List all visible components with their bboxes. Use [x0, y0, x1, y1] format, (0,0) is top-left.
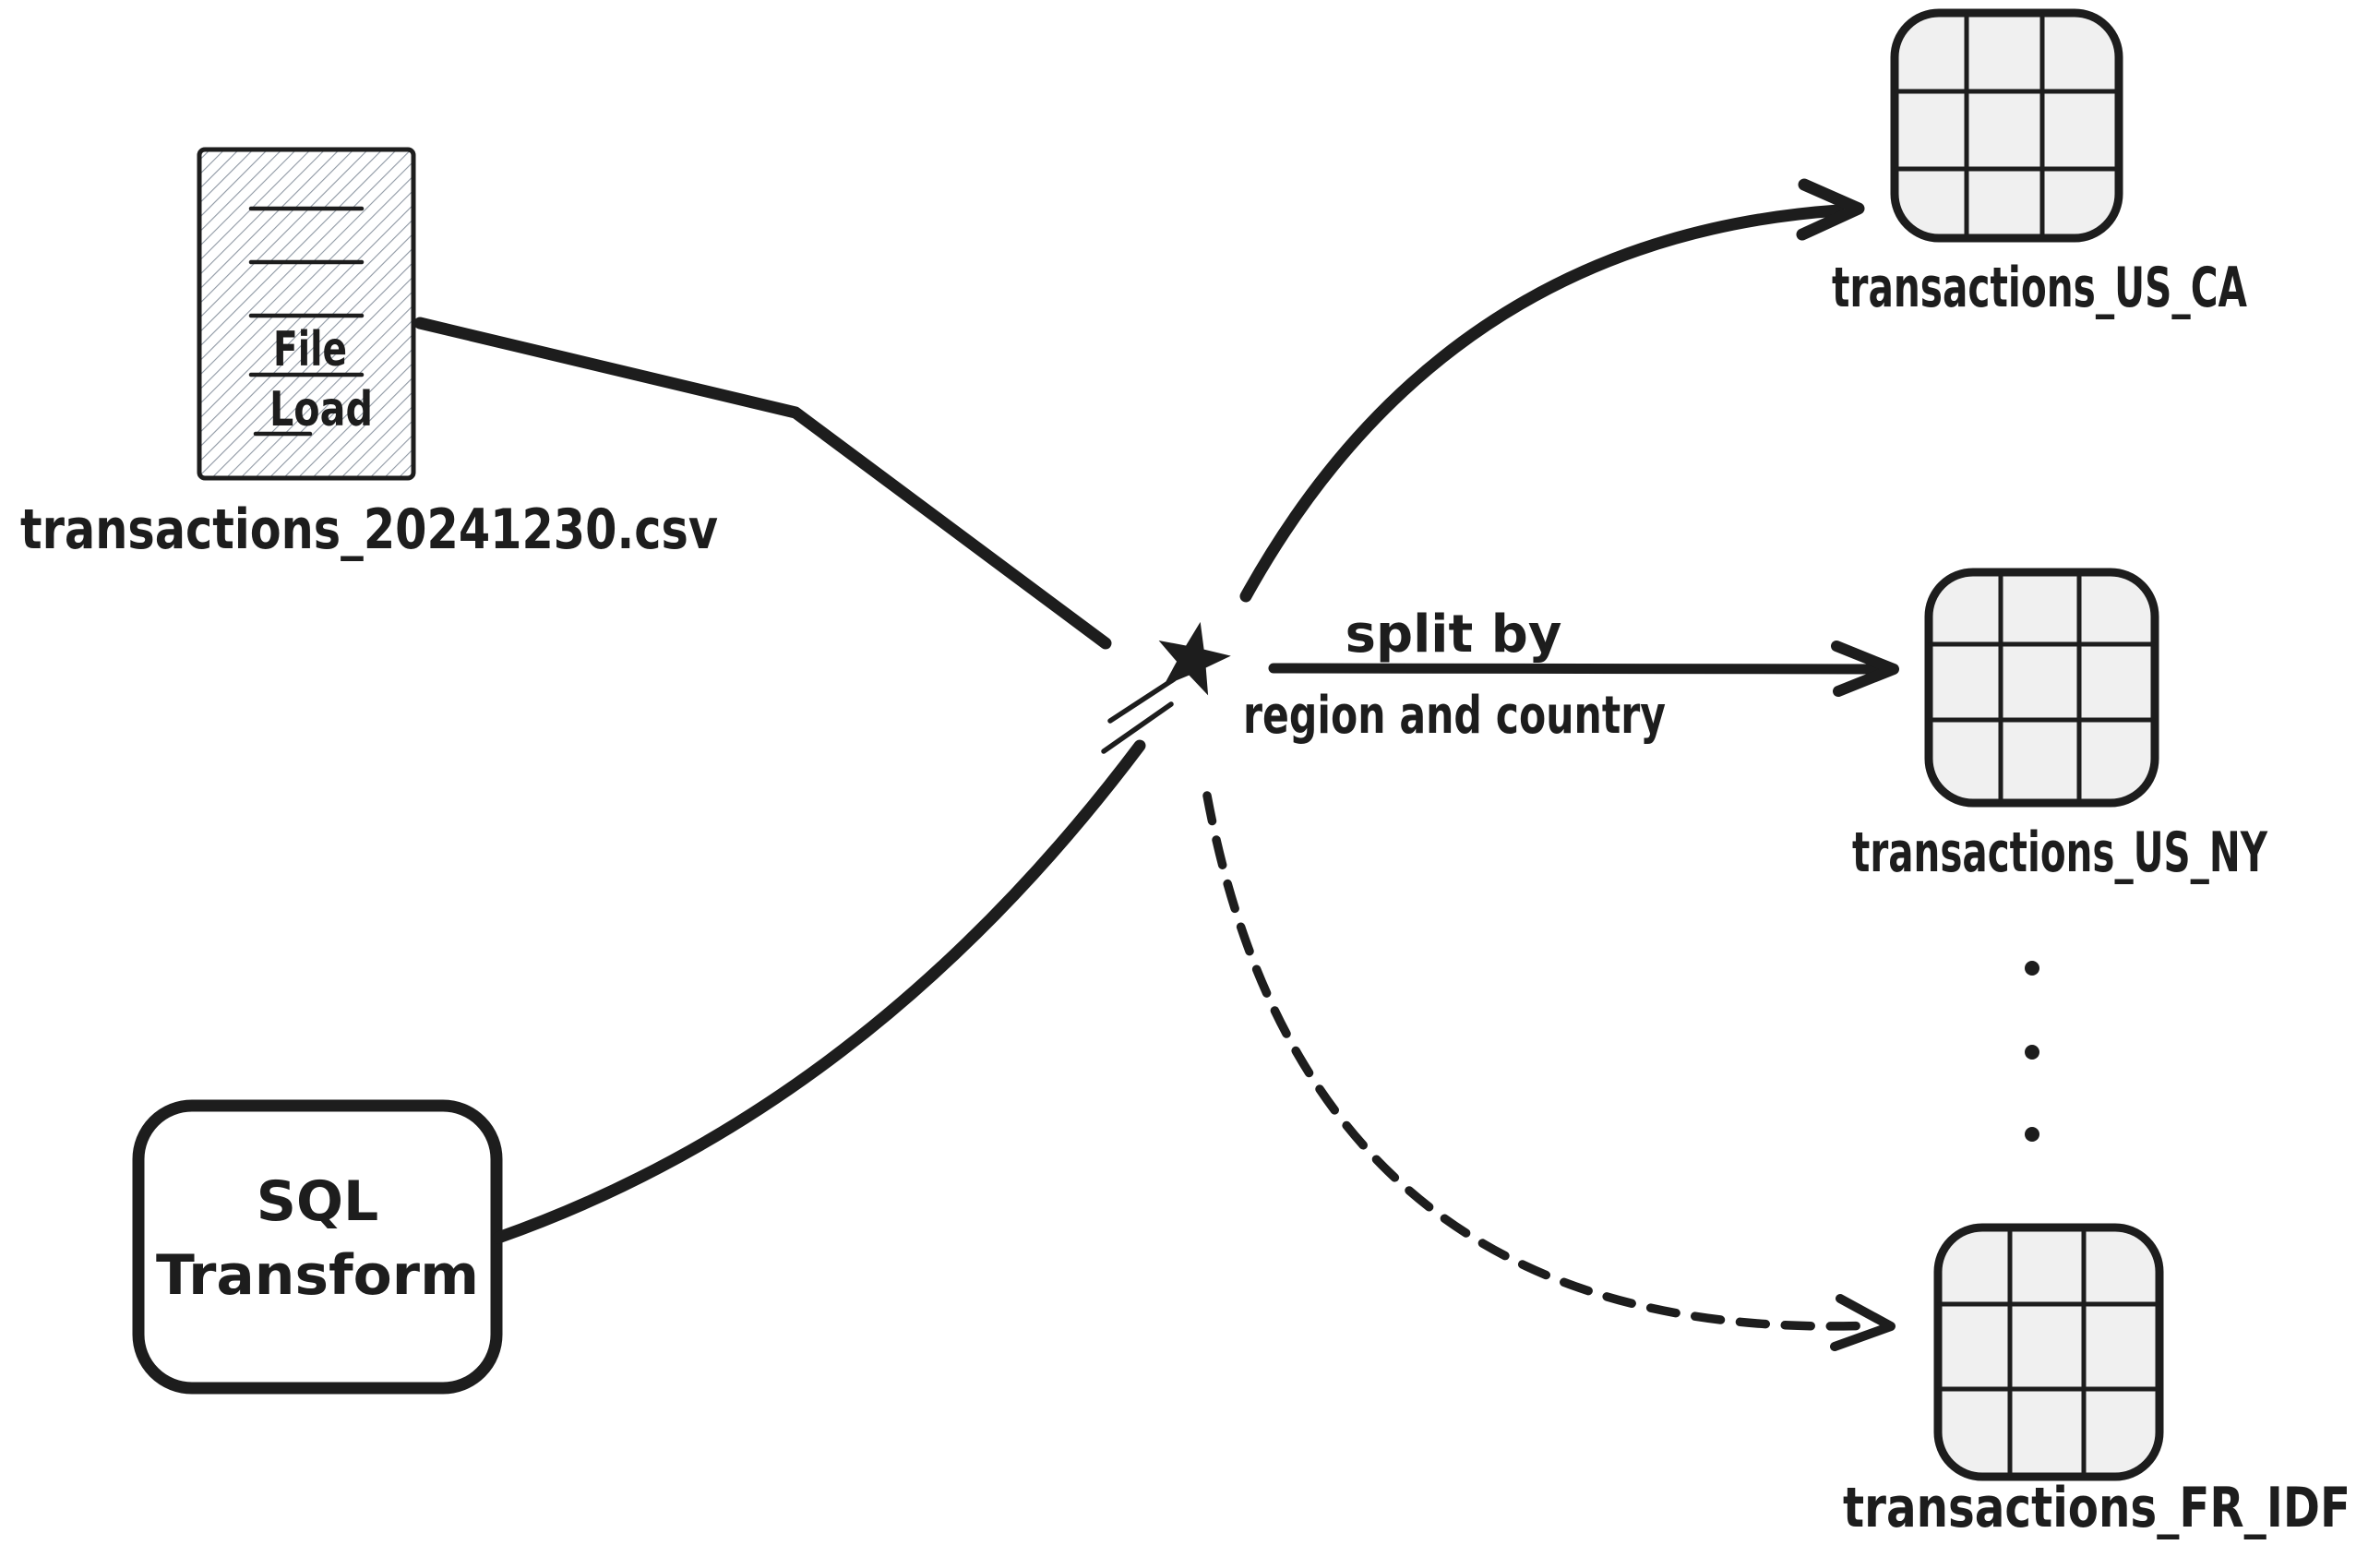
ellipsis-dot — [2025, 1045, 2039, 1060]
arrow-to-fr-idf — [1202, 791, 1896, 1351]
file-load-node: File Load transactions_20241230.csv — [20, 147, 718, 562]
output-caption-us-ny: transactions_US_NY — [1852, 820, 2268, 885]
table-grid-icon — [1890, 8, 2123, 243]
arrow-shaft — [1268, 663, 1881, 675]
output-node-fr-idf: transactions_FR_IDF — [1843, 1223, 2350, 1540]
arrow-to-us-ny: split by region and country — [1243, 605, 1899, 746]
split-label-line1: split by — [1345, 605, 1562, 665]
ellipsis-dot — [2025, 961, 2039, 976]
edge-sql-to-split — [492, 739, 1146, 1244]
arrow-to-us-ca — [1239, 178, 1865, 603]
split-star-icon — [1101, 621, 1231, 754]
star-trail-line — [1101, 701, 1174, 754]
table-grid-icon — [1933, 1223, 2164, 1481]
sql-transform-node: SQL Transform — [132, 1099, 503, 1395]
sql-transform-label-line1: SQL — [257, 1169, 378, 1234]
table-grid-icon — [1924, 568, 2159, 808]
file-icon-label-line2: Load — [269, 382, 373, 437]
output-caption-fr-idf: transactions_FR_IDF — [1843, 1476, 2350, 1540]
arrowhead — [1831, 641, 1899, 697]
arrowhead — [1830, 1294, 1896, 1351]
star-shape — [1158, 621, 1231, 696]
arrow-shaft-dashed — [1202, 791, 1878, 1331]
star-trail-line — [1107, 677, 1177, 724]
output-node-us-ca: transactions_US_CA — [1832, 8, 2247, 320]
ellipsis-dot — [2025, 1127, 2039, 1142]
sql-transform-box — [132, 1099, 503, 1395]
vertical-ellipsis-dots — [2025, 961, 2039, 1142]
source-file-caption: transactions_20241230.csv — [20, 497, 718, 562]
edge-file-to-split — [413, 317, 1112, 650]
split-label-line2: region and country — [1243, 686, 1666, 746]
arrowhead — [1796, 178, 1865, 241]
sql-transform-label-line2: Transform — [156, 1243, 479, 1308]
output-caption-us-ca: transactions_US_CA — [1832, 256, 2247, 320]
arrow-shaft — [1239, 204, 1845, 603]
output-node-us-ny: transactions_US_NY — [1852, 568, 2268, 885]
file-icon-label-line1: File — [273, 322, 347, 377]
